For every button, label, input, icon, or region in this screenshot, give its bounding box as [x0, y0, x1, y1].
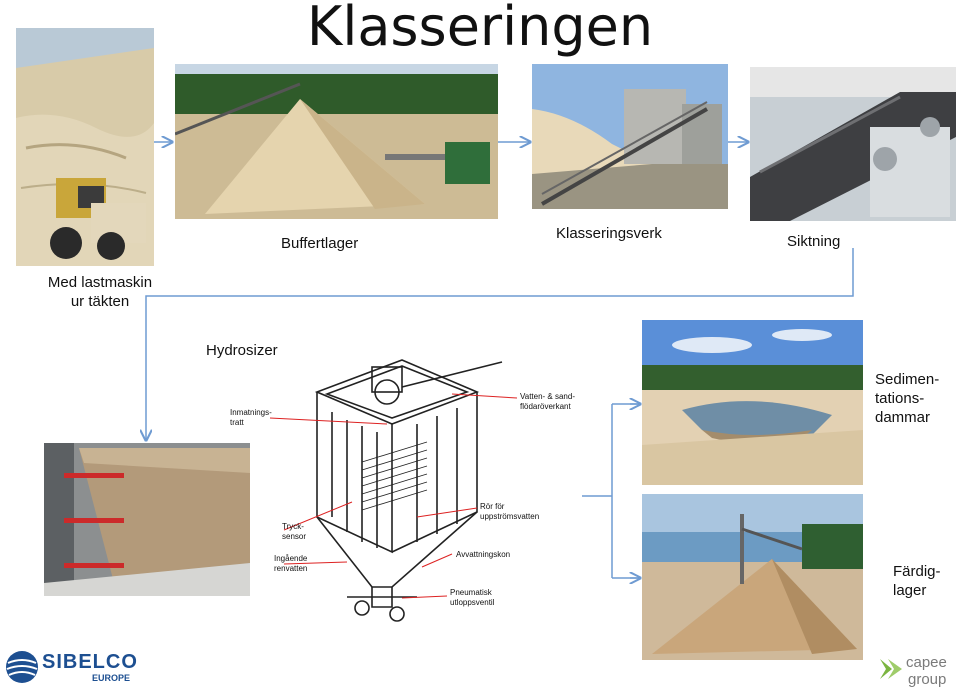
hydrosizer-tank-photo: [44, 443, 250, 596]
sibelco-logo: SIBELCO EUROPE: [4, 647, 137, 687]
sand-pile-photo: [175, 64, 498, 219]
capee-line1: capee: [906, 654, 947, 671]
label-cone: Avvattningskon: [456, 550, 511, 559]
sibelco-sub: EUROPE: [92, 673, 131, 683]
finished-pile-photo: [642, 494, 863, 660]
sedimentation-ponds-photo: [642, 320, 863, 485]
arrow-split: [582, 403, 640, 579]
label-overflow: Vatten- & sand- flödaröverkant: [520, 392, 575, 411]
caption-loader: Med lastmaskin ur täkten: [47, 274, 153, 310]
caption-buffer: Buffertlager: [281, 235, 359, 252]
caption-ponds: Sedimen- tations- dammar: [875, 371, 940, 426]
capee-line2: group: [908, 671, 947, 688]
leaf-icon: [880, 659, 902, 679]
wheel-loader-photo: [16, 28, 154, 266]
capee-logo: capee group: [878, 651, 958, 695]
label-incoming: Ingående renvatten: [274, 554, 308, 573]
label-upstream: Rör för uppströmsvatten: [480, 502, 540, 521]
conveyor-plant-photo: [532, 64, 728, 209]
caption-finished: Färdig- lager: [893, 563, 941, 599]
page-title: Klasseringen: [306, 0, 654, 58]
caption-screening: Siktning: [787, 233, 841, 250]
caption-plant: Klasseringsverk: [556, 225, 662, 242]
globe-icon: [6, 651, 38, 683]
caption-hydrosizer: Hydrosizer: [206, 342, 278, 359]
screen-conveyor-photo: [750, 67, 956, 221]
sibelco-name: SIBELCO: [42, 651, 138, 673]
label-inlet: Inmatnings- tratt: [230, 408, 272, 427]
label-sensor: Tryck- sensor: [282, 522, 307, 541]
label-valve: Pneumatisk utloppsventil: [450, 588, 495, 607]
hydrosizer-diagram: Inmatnings- tratt Vatten- & sand- flödar…: [222, 352, 582, 632]
